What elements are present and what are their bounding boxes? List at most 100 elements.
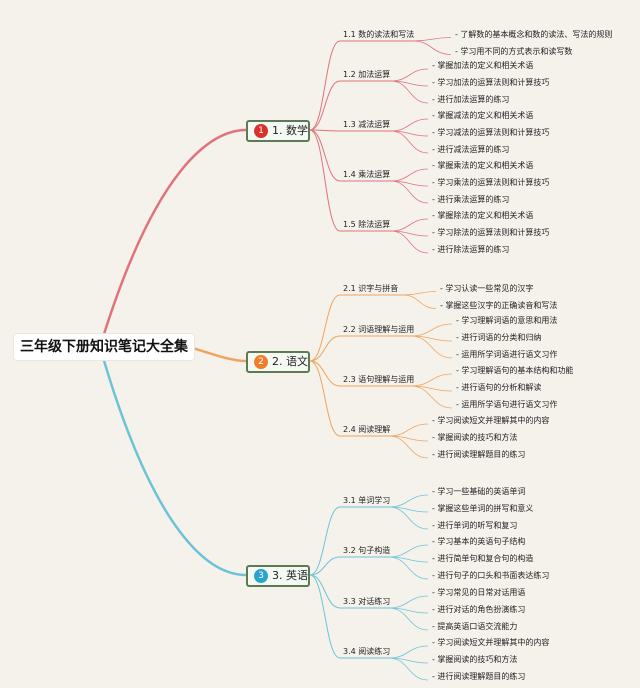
item-label: - 进行除法运算的练习 (432, 245, 510, 254)
item-connector (410, 323, 453, 337)
item-label: - 学习理解词语的意思和用法 (456, 316, 558, 325)
subtopic-label: 1.4 乘法运算 (343, 170, 391, 179)
subtopic-connector (309, 80, 341, 131)
branch-label: 1. 数学 (272, 124, 308, 137)
subtopic-label: 2.2 词语理解与运用 (343, 325, 415, 334)
item-label: - 进行语句的分析和解读 (456, 383, 542, 392)
subtopic-label: 3.4 阅读练习 (343, 647, 391, 656)
branch-node: 3 3. 英语 (246, 565, 310, 587)
item-connector (410, 385, 453, 409)
item-connector (388, 556, 429, 580)
item-label: - 学习减法的运算法则和计算技巧 (432, 128, 550, 137)
item-connector (388, 645, 429, 659)
subtopic-connector (309, 360, 341, 387)
item-label: - 进行阅读理解题目的练习 (432, 450, 526, 459)
item-label: - 进行减法运算的练习 (432, 145, 510, 154)
item-connector (412, 37, 452, 42)
subtopic-connector (309, 574, 341, 609)
item-connector (388, 506, 429, 530)
subtopic-label: 1.1 数的读法和写法 (343, 30, 415, 39)
item-label: - 进行单词的听写和复习 (432, 521, 518, 530)
subtopic-connector (309, 40, 341, 131)
item-connector (388, 607, 429, 631)
item-label: - 掌握减法的定义和相关术语 (432, 111, 534, 120)
item-label: - 学习常见的日常对话用语 (432, 588, 526, 597)
item-label: - 学习基本的英语句子结构 (432, 537, 526, 546)
item-connector (388, 494, 429, 508)
item-connector (390, 80, 429, 104)
item-label: - 提高英语口语交流能力 (432, 622, 518, 631)
subtopic-label: 1.2 加法运算 (343, 70, 391, 79)
item-connector (390, 118, 429, 132)
item-connector (402, 291, 437, 296)
item-connector (390, 180, 429, 204)
branch-number-badge: 3 (254, 569, 268, 583)
item-label: - 掌握乘法的定义和相关术语 (432, 161, 534, 170)
item-connector (388, 595, 429, 609)
item-connector (410, 335, 453, 359)
subtopic-connector (309, 574, 341, 659)
subtopic-connector (309, 506, 341, 576)
item-label: - 运用所学语句进行语文习作 (456, 400, 558, 409)
item-label: - 学习阅读短文并理解其中的内容 (432, 638, 550, 647)
item-connector (388, 544, 429, 558)
item-label: - 掌握阅读的技巧和方法 (432, 655, 518, 664)
subtopic-connector (309, 294, 341, 362)
item-label: - 学习阅读短文并理解其中的内容 (432, 416, 550, 425)
item-label: - 进行对话的角色扮演练习 (432, 605, 526, 614)
subtopic-label: 2.3 语句理解与运用 (343, 375, 415, 384)
subtopic-connector (309, 129, 341, 232)
item-connector (402, 294, 437, 309)
item-label: - 掌握阅读的技巧和方法 (432, 433, 518, 442)
item-label: - 进行句子的口头和书面表达练习 (432, 571, 550, 580)
item-connector (410, 373, 453, 387)
item-connector (390, 68, 429, 82)
item-connector (388, 423, 429, 437)
branch-node: 2 2. 语文 (246, 351, 310, 373)
item-label: - 掌握这些汉字的正确读音和写法 (440, 300, 558, 310)
item-connector (390, 168, 429, 182)
item-label: - 掌握这些单词的拼写和意义 (432, 504, 534, 513)
item-label: - 学习一些基础的英语单词 (432, 487, 526, 496)
item-label: - 运用所学词语进行语文习作 (456, 350, 558, 359)
subtopic-connector (309, 129, 341, 182)
item-label: - 进行词语的分类和归纳 (456, 333, 542, 342)
subtopic-connector (309, 129, 341, 132)
subtopic-connector (309, 335, 341, 362)
root-branch-connector (98, 128, 247, 348)
subtopic-connector (309, 360, 341, 437)
subtopic-label: 1.5 除法运算 (343, 220, 391, 229)
branch-node: 1 1. 数学 (246, 120, 310, 142)
item-label: - 学习除法的运算法则和计算技巧 (432, 228, 550, 237)
subtopic-label: 3.2 句子构造 (343, 546, 391, 555)
item-label: - 学习加法的运算法则和计算技巧 (432, 78, 550, 87)
item-label: - 掌握加法的定义和相关术语 (432, 61, 534, 70)
subtopic-connector (309, 556, 341, 576)
item-connector (388, 435, 429, 459)
item-label: - 学习认读一些常见的汉字 (440, 283, 534, 293)
item-label: - 进行乘法运算的练习 (432, 195, 510, 204)
item-label: - 掌握除法的定义和相关术语 (432, 211, 534, 220)
root-branch-connector (98, 346, 247, 577)
item-label: - 进行阅读理解题目的练习 (432, 672, 526, 681)
subtopic-label: 3.1 单词学习 (343, 496, 391, 505)
item-label: - 了解数的基本概念和数的读法、写法的规则 (455, 29, 613, 39)
subtopic-label: 3.3 对话练习 (343, 597, 391, 606)
item-connector (390, 230, 429, 254)
item-label: - 学习理解语句的基本结构和功能 (456, 366, 574, 375)
item-connector (412, 40, 452, 55)
item-connector (388, 657, 429, 681)
root-node: 三年级下册知识笔记大全集 (14, 334, 194, 360)
subtopic-label: 1.3 减法运算 (343, 120, 391, 129)
item-connector (390, 130, 429, 154)
subtopic-label: 2.1 识字与拼音 (343, 284, 399, 293)
branch-label: 3. 英语 (272, 569, 308, 582)
branch-number-badge: 1 (254, 124, 268, 138)
item-label: - 学习乘法的运算法则和计算技巧 (432, 178, 550, 187)
subtopic-label: 2.4 阅读理解 (343, 425, 391, 434)
item-label: - 学习用不同的方式表示和读写数 (455, 46, 573, 56)
branch-number-badge: 2 (254, 355, 268, 369)
branch-label: 2. 语文 (272, 355, 308, 368)
item-connector (390, 218, 429, 232)
